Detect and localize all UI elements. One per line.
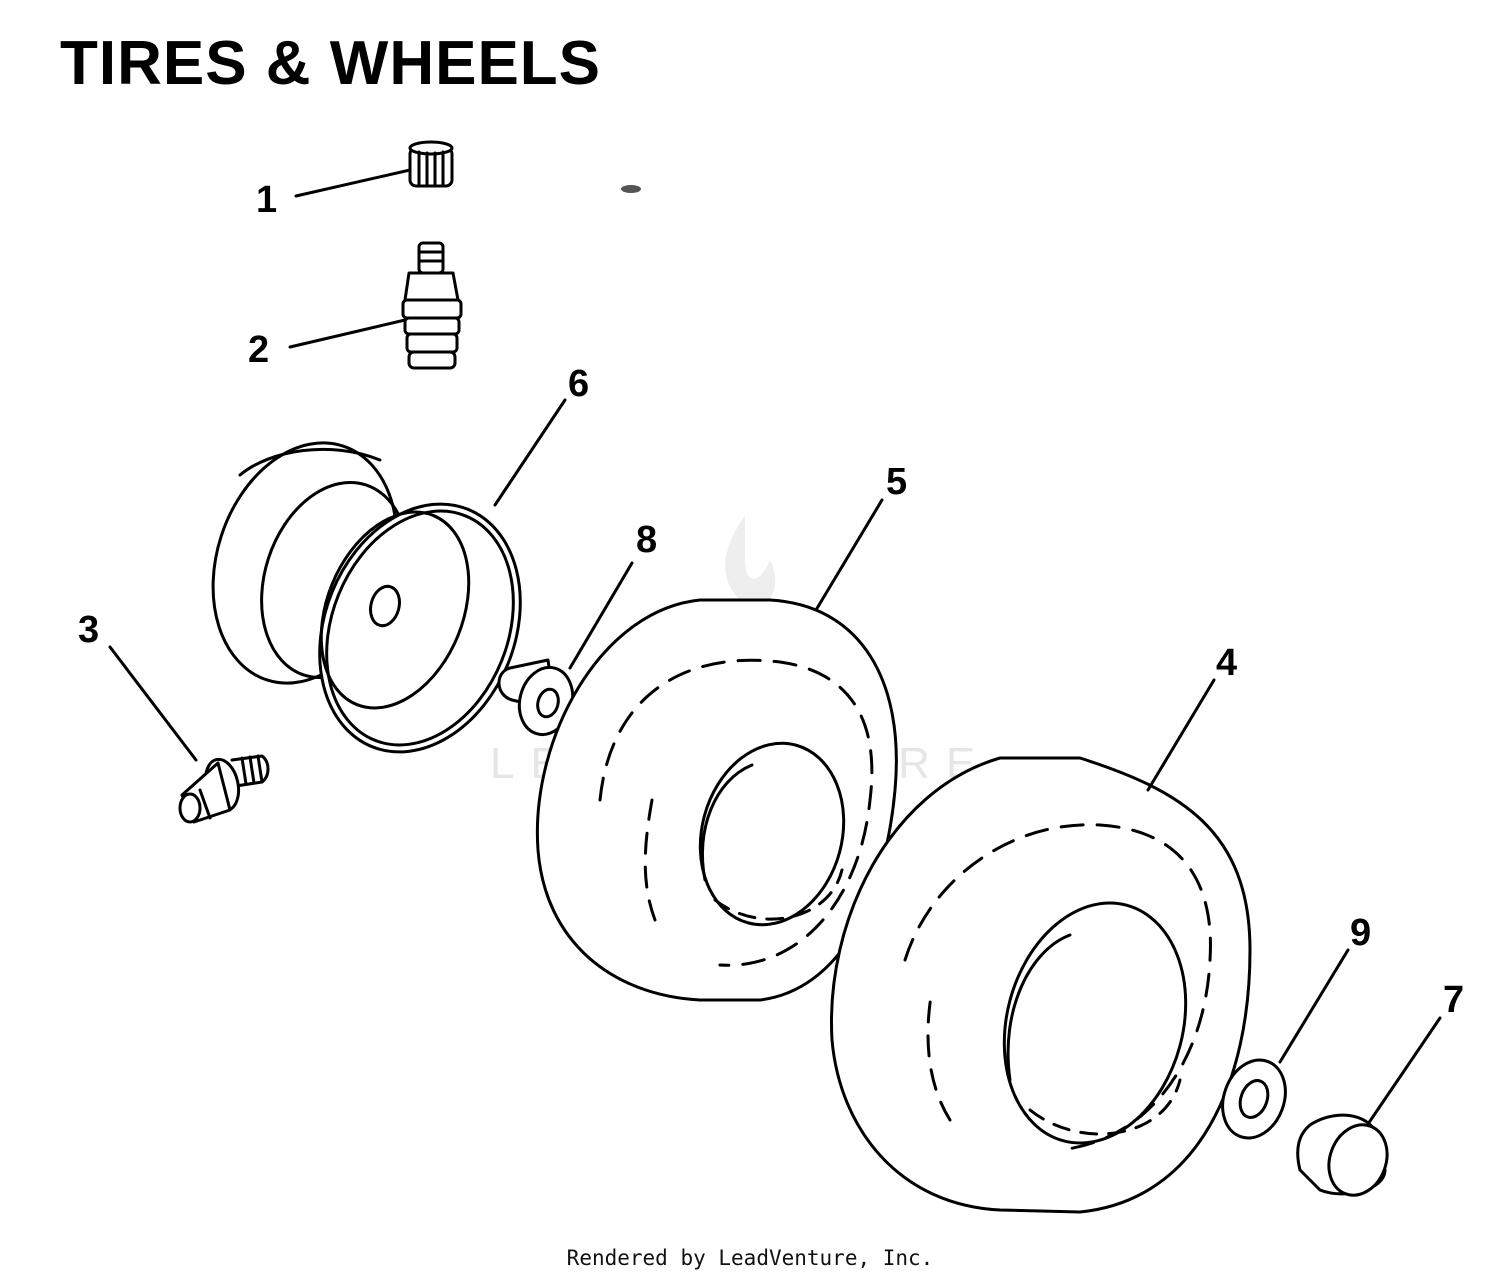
- part-7-hub-cap[interactable]: [1296, 1113, 1397, 1203]
- callout-2: 2: [248, 329, 269, 371]
- callout-5: 5: [886, 461, 907, 503]
- callout-6: 6: [568, 363, 589, 405]
- callout-7: 7: [1443, 979, 1464, 1021]
- footer-credit: Rendered by LeadVenture, Inc.: [566, 1246, 934, 1270]
- callout-3: 3: [78, 609, 99, 651]
- page-title: TIRES & WHEELS: [60, 29, 602, 98]
- callout-1: 1: [256, 179, 277, 221]
- part-2-valve-stem[interactable]: [401, 241, 463, 370]
- part-4-tire-outer[interactable]: [829, 756, 1252, 1214]
- part-1-valve-cap[interactable]: [408, 140, 454, 188]
- part-3-bolt[interactable]: [178, 754, 270, 824]
- callout-4: 4: [1216, 642, 1237, 684]
- callout-8: 8: [636, 519, 657, 561]
- callout-9: 9: [1350, 912, 1371, 954]
- part-9-washer[interactable]: [1212, 1051, 1296, 1147]
- part-6-wheel-rim[interactable]: [183, 419, 556, 782]
